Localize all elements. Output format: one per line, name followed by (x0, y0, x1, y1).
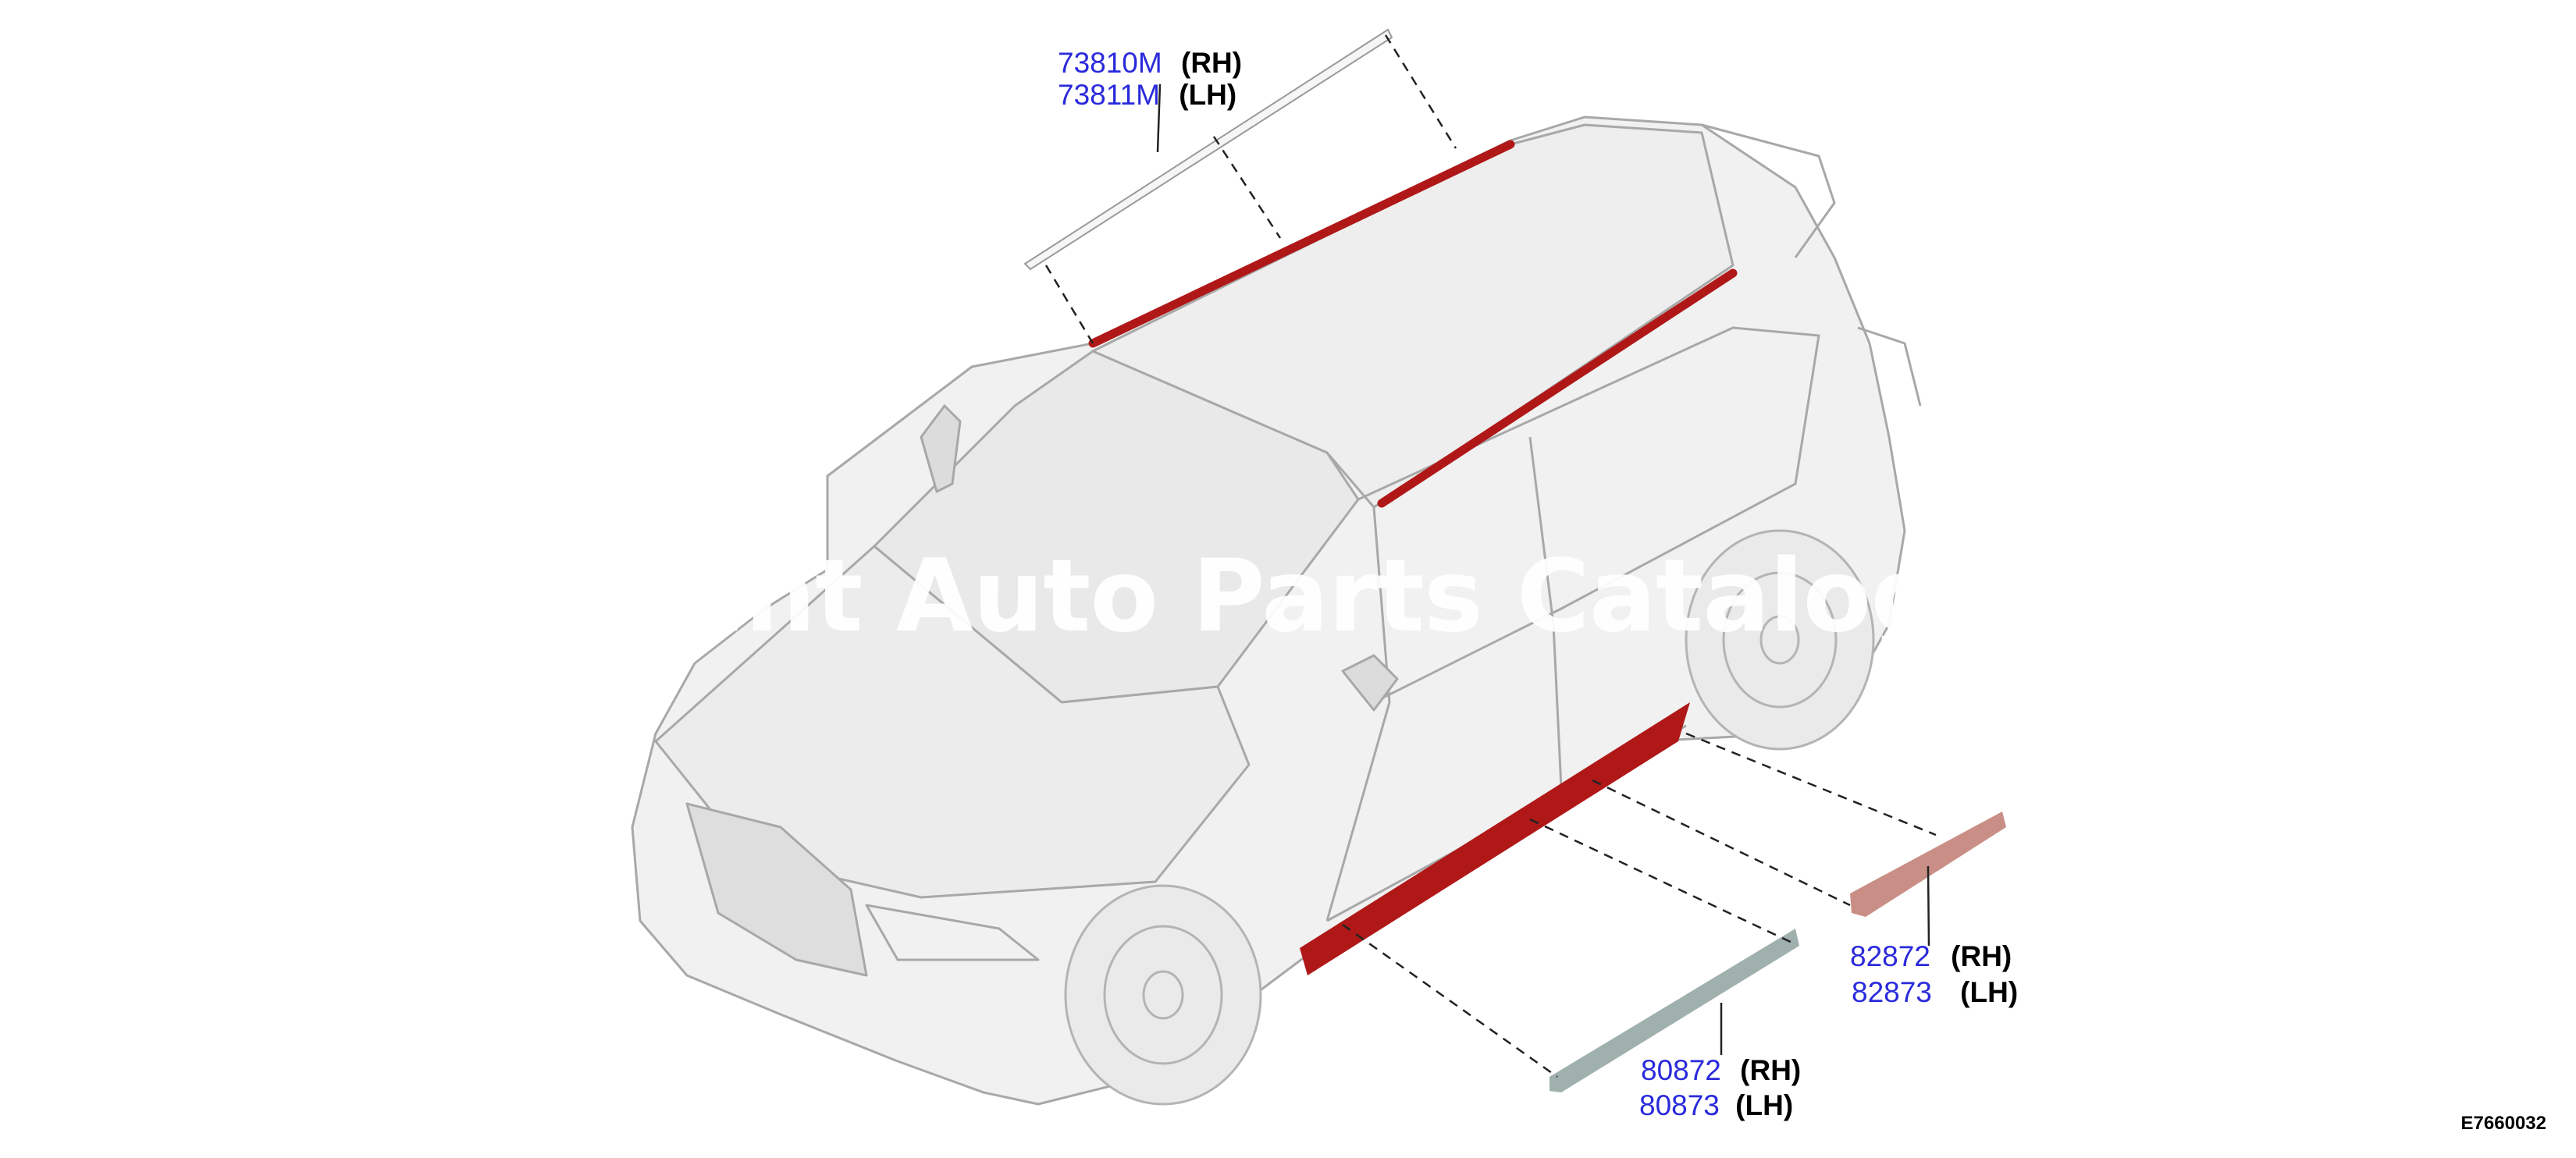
callout-roof-molding-rh: 73810M (RH) (1058, 48, 1242, 77)
side-label: (LH) (1735, 1089, 1794, 1121)
callout-roof-molding-lh: 73811M (LH) (1058, 80, 1236, 109)
part-number-link[interactable]: 82872 (1850, 940, 1930, 972)
side-label: (LH) (1960, 976, 2019, 1008)
wheels (1064, 529, 1875, 1106)
roof-molding-part[interactable] (1023, 28, 1393, 271)
callout-front-molding-rh: 80872 (RH) (1641, 1056, 1801, 1085)
callout-rear-molding-lh: 82873 (LH) (1852, 978, 2018, 1007)
roof-rail-highlight (1088, 140, 1738, 508)
assembly-guide-lines (1044, 34, 1937, 1078)
side-label: (LH) (1179, 79, 1237, 111)
callout-rear-molding-rh: 82872 (RH) (1850, 942, 2012, 971)
rear-sill-molding-part[interactable] (1850, 812, 2006, 917)
part-number-link[interactable]: 80873 (1639, 1089, 1720, 1121)
front-sill-molding-part[interactable] (1550, 929, 1799, 1092)
part-number-link[interactable]: 82873 (1852, 976, 1932, 1008)
watermark: unt Auto Parts Catalog PAR (674, 538, 2192, 655)
part-number-link[interactable]: 80872 (1641, 1054, 1721, 1086)
part-number-link[interactable]: 73811M (1058, 79, 1160, 111)
side-label: (RH) (1181, 47, 1243, 79)
callout-front-molding-lh: 80873 (LH) (1639, 1091, 1793, 1120)
leader-lines (1156, 83, 1930, 1055)
diagram-code: E7660032 (2460, 1113, 2546, 1134)
side-label: (RH) (1951, 940, 2012, 972)
side-sill-highlight (1300, 702, 1690, 975)
side-label: (RH) (1740, 1054, 1802, 1086)
car-body-outline (631, 115, 1922, 1106)
part-number-link[interactable]: 73810M (1058, 47, 1162, 79)
